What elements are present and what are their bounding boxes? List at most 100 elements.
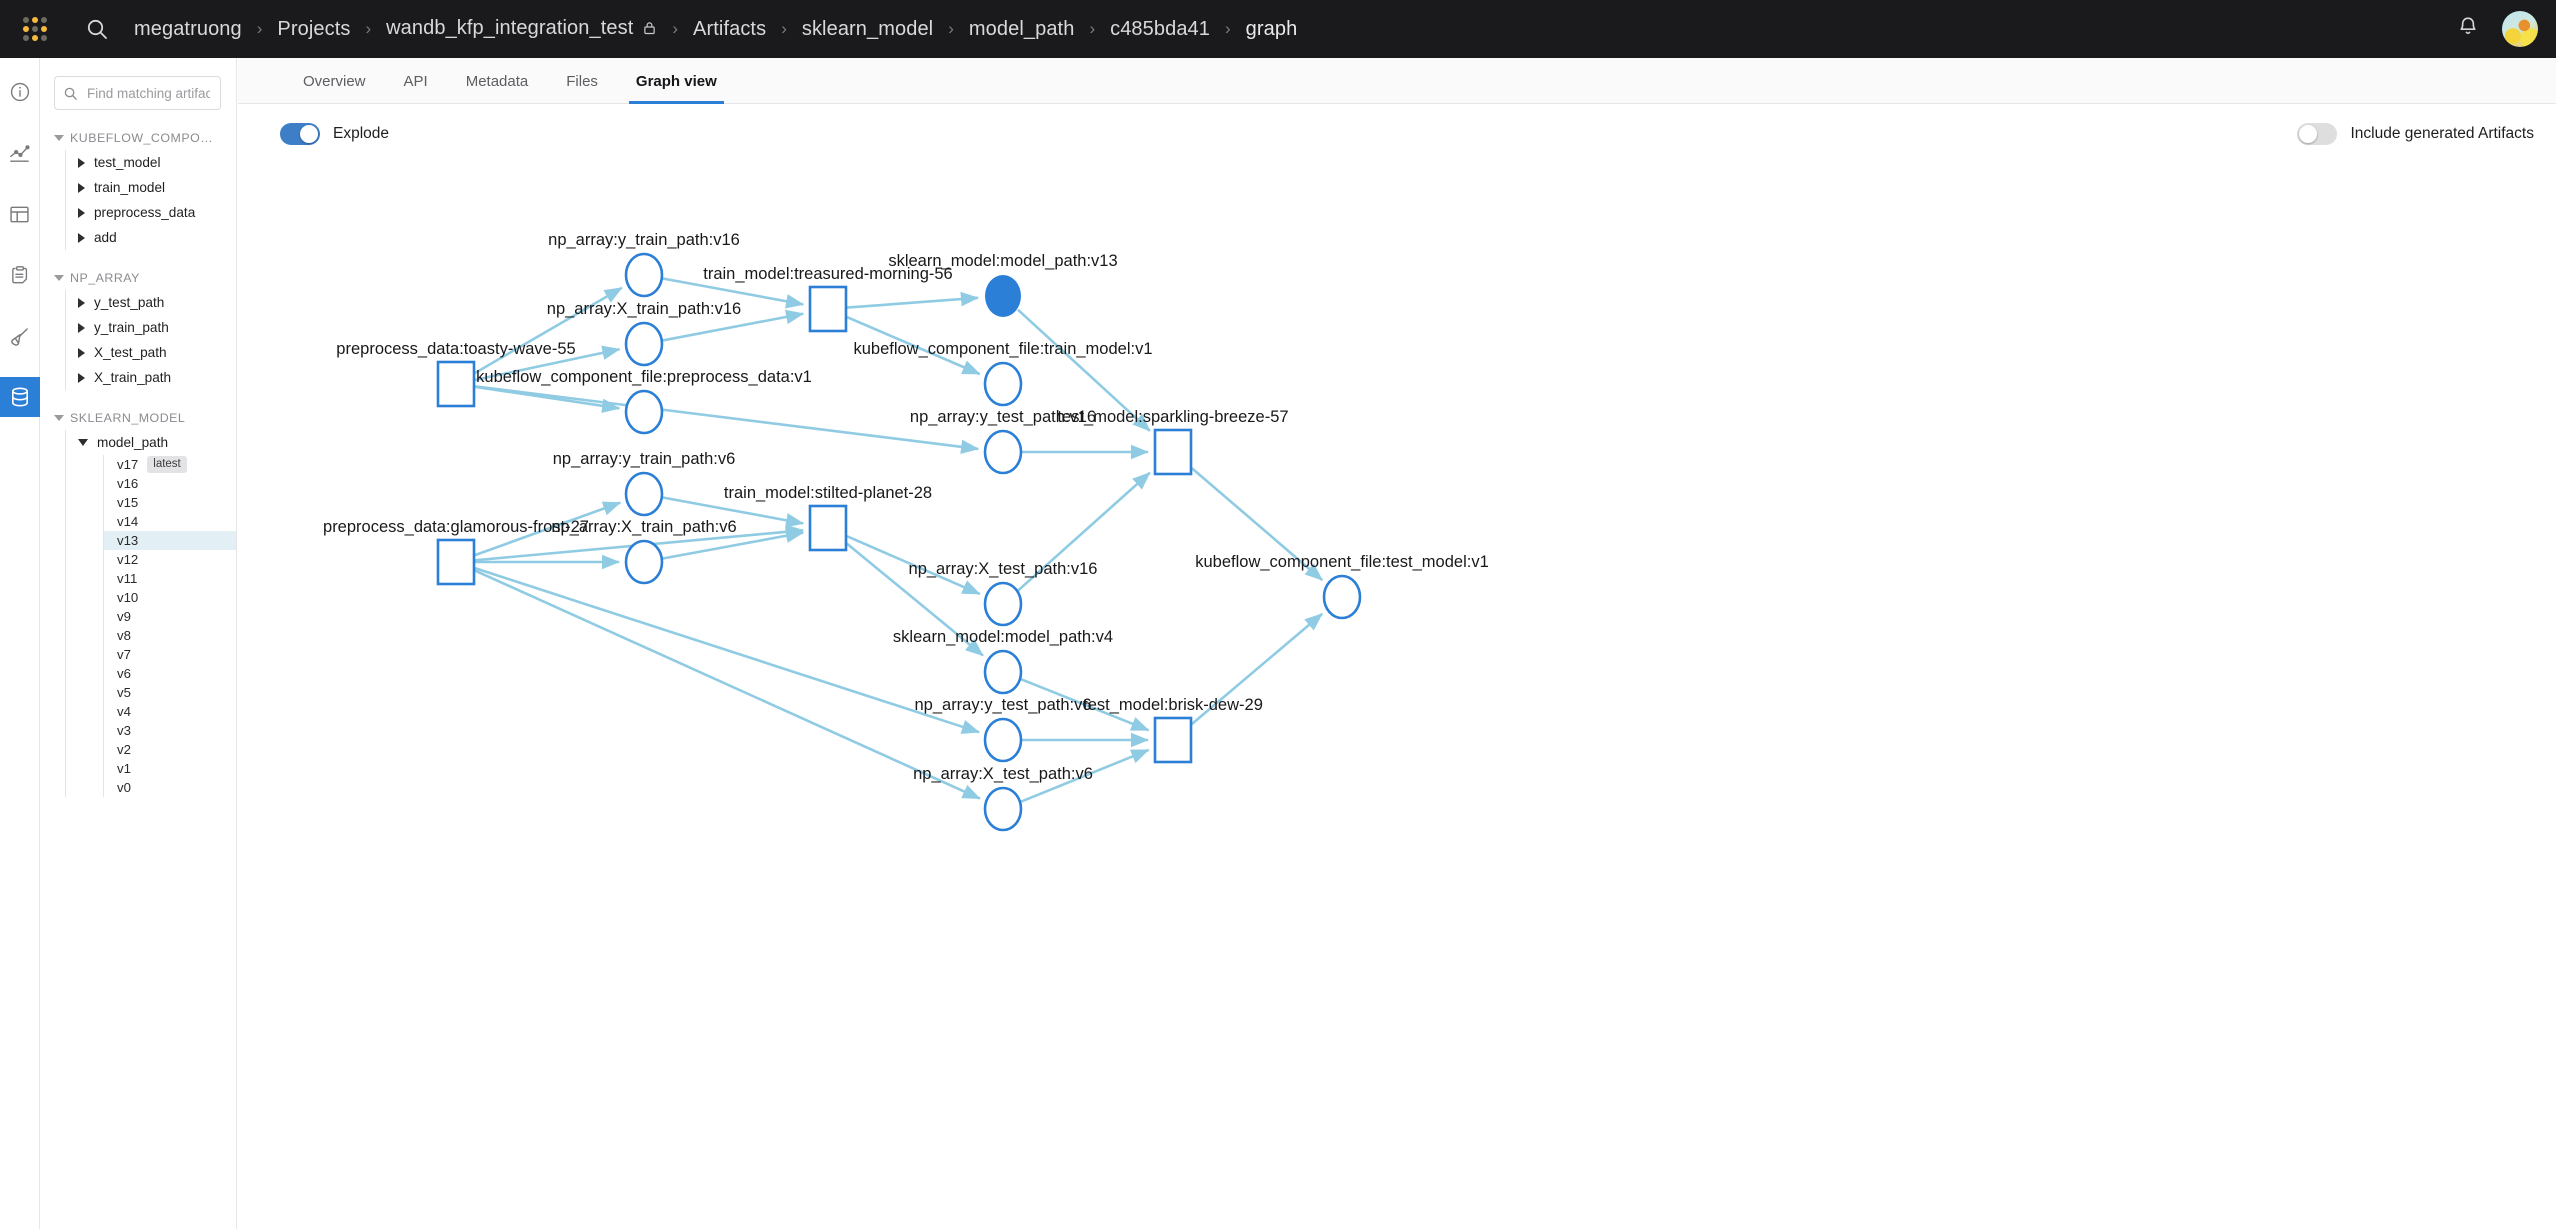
clipboard-icon[interactable] [0,255,40,295]
explode-toggle[interactable] [280,123,320,145]
version-item-v7[interactable]: v7 [104,645,236,664]
sidebar-item-label: y_test_path [94,295,165,310]
breadcrumb-item-model-path[interactable]: model_path [968,17,1075,40]
version-item-v6[interactable]: v6 [104,664,236,683]
app-grid-icon[interactable] [18,12,52,46]
notifications-bell-icon[interactable] [2456,15,2480,44]
graph-node[interactable] [983,786,1023,832]
artifact-lineage-graph[interactable]: np_array:y_train_path:v16 np_array:X_trai… [238,164,2556,1224]
sidebar-item-add[interactable]: add [66,225,236,250]
version-item-v2[interactable]: v2 [104,740,236,759]
sidebar-item-y-test-path[interactable]: y_test_path [66,290,236,315]
tab-files[interactable]: Files [566,73,598,90]
graph-node[interactable] [1322,574,1362,620]
version-item-v14[interactable]: v14 [104,512,236,531]
tab-overview[interactable]: Overview [303,73,366,90]
graph-node[interactable] [436,360,476,408]
chevron-right-icon[interactable] [78,372,85,383]
graph-node[interactable] [436,538,476,586]
breadcrumb-item-megatruong[interactable]: megatruong [134,17,242,40]
breadcrumb-item-artifacts[interactable]: Artifacts [693,17,767,40]
graph-node-label: kubeflow_component_file:test_model:v1 [1195,553,1489,571]
user-avatar[interactable] [2502,11,2538,47]
graph-node[interactable] [808,504,848,552]
sidebar-item-label: model_path [97,435,169,450]
graph-node[interactable] [624,471,664,517]
version-item-v16[interactable]: v16 [104,474,236,493]
chevron-down-icon [54,135,64,141]
graph-node[interactable] [983,581,1023,627]
sidebar-item-x-train-path[interactable]: X_train_path [66,365,236,390]
search-artifacts-box[interactable] [54,76,221,110]
info-icon[interactable] [0,72,40,112]
graph-node[interactable] [624,389,664,435]
graph-node[interactable] [983,717,1023,763]
graph-node-label: np_array:X_train_path:v16 [546,300,742,318]
sidebar-item-y-train-path[interactable]: y_train_path [66,315,236,340]
chevron-right-icon[interactable] [78,232,85,243]
explode-toggle-wrap[interactable]: Explode [280,123,389,145]
version-item-v0[interactable]: v0 [104,778,236,797]
breadcrumb-item-sklearn-model[interactable]: sklearn_model [801,17,934,40]
version-item-v3[interactable]: v3 [104,721,236,740]
sidebar-item-preprocess-data[interactable]: preprocess_data [66,200,236,225]
sidebar-item-x-test-path[interactable]: X_test_path [66,340,236,365]
graph-node[interactable] [983,649,1023,695]
chevron-right-icon[interactable] [78,157,85,168]
tab-graph-view[interactable]: Graph view [617,73,736,104]
version-item-v11[interactable]: v11 [104,569,236,588]
search-input[interactable] [85,84,212,102]
broom-sweep-icon[interactable] [0,316,40,356]
graph-edge [1017,471,1151,592]
sidebar-item-label: X_train_path [94,370,172,385]
graph-node[interactable] [624,321,664,367]
graph-node[interactable] [983,429,1023,475]
table-icon[interactable] [0,194,40,234]
chevron-down-icon[interactable] [78,439,88,446]
breadcrumb-separator: › [1225,19,1231,38]
graph-node[interactable] [624,539,664,585]
sidebar-item-test-model[interactable]: test_model [66,150,236,175]
include-generated-toggle[interactable] [2297,123,2338,145]
chart-line-icon[interactable] [0,133,40,173]
graph-node[interactable] [624,252,664,298]
sidebar-item-model-path[interactable]: model_path [66,430,236,455]
version-item-v4[interactable]: v4 [104,702,236,721]
version-item-v8[interactable]: v8 [104,626,236,645]
version-item-v15[interactable]: v15 [104,493,236,512]
breadcrumb-item-projects[interactable]: Projects [277,17,351,40]
graph-node[interactable] [808,285,848,333]
search-icon[interactable] [74,6,120,52]
sidebar-item-train-model[interactable]: train_model [66,175,236,200]
chevron-right-icon[interactable] [78,322,85,333]
graph-node[interactable] [1153,428,1193,476]
graph-node[interactable] [985,275,1021,317]
chevron-right-icon[interactable] [78,297,85,308]
version-item-v5[interactable]: v5 [104,683,236,702]
breadcrumb-item-wandb-kfp-integration-test[interactable]: wandb_kfp_integration_test [384,17,659,42]
version-item-v13[interactable]: v13 [104,531,236,550]
graph-node[interactable] [983,361,1023,407]
sidebar-group-header-np-array[interactable]: NP_ARRAY [40,266,236,290]
breadcrumb-item-c485bda41[interactable]: c485bda41 [1110,17,1210,40]
tab-metadata[interactable]: Metadata [465,73,529,90]
tab-api[interactable]: API [403,73,428,90]
graph-node-label: np_array:y_train_path:v16 [548,231,740,249]
chevron-right-icon[interactable] [78,182,85,193]
breadcrumb: megatruong›Projects›wandb_kfp_integratio… [132,17,1299,42]
sidebar-group-header-kubeflow-component-[interactable]: KUBEFLOW_COMPONENT... [40,126,236,150]
include-generated-toggle-wrap[interactable]: Include generated Artifacts [2297,123,2534,145]
version-item-v9[interactable]: v9 [104,607,236,626]
breadcrumb-item-graph[interactable]: graph [1245,17,1298,40]
version-item-v12[interactable]: v12 [104,550,236,569]
chevron-right-icon[interactable] [78,207,85,218]
chevron-right-icon[interactable] [78,347,85,358]
version-item-v10[interactable]: v10 [104,588,236,607]
version-item-v1[interactable]: v1 [104,759,236,778]
artifacts-database-icon[interactable] [0,377,40,417]
graph-nodes [436,252,1362,832]
sidebar-group-header-sklearn-model[interactable]: SKLEARN_MODEL [40,406,236,430]
version-label: v8 [117,628,131,643]
graph-node[interactable] [1153,716,1193,764]
